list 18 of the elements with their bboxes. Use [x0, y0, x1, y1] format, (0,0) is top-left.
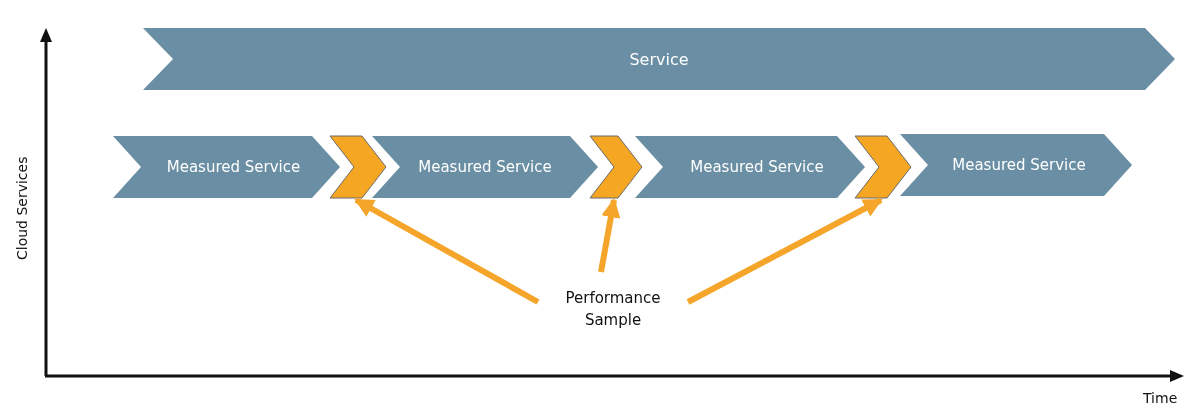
chevron-shape: [635, 136, 865, 198]
chevron-label: Measured Service: [165, 158, 301, 176]
chevron-label: Measured Service: [951, 156, 1086, 174]
chevron-label: Measured Service: [689, 158, 824, 176]
chevron-label: Measured Service: [418, 158, 552, 176]
chevron-marker: [590, 136, 642, 198]
chevron-shape: [143, 28, 1175, 90]
callout-text: Performance Sample: [564, 288, 662, 331]
arrow: [354, 197, 540, 305]
arrow: [598, 198, 621, 273]
chevron-shape: [900, 134, 1132, 196]
chevron-label: Service: [629, 49, 689, 69]
chevron-marker: [330, 136, 386, 198]
axis-title: Time: [1143, 390, 1178, 406]
chevron-shape: [372, 136, 598, 198]
chevron-marker: [855, 136, 911, 198]
chevron-shape: [113, 136, 340, 198]
arrow: [686, 197, 883, 305]
